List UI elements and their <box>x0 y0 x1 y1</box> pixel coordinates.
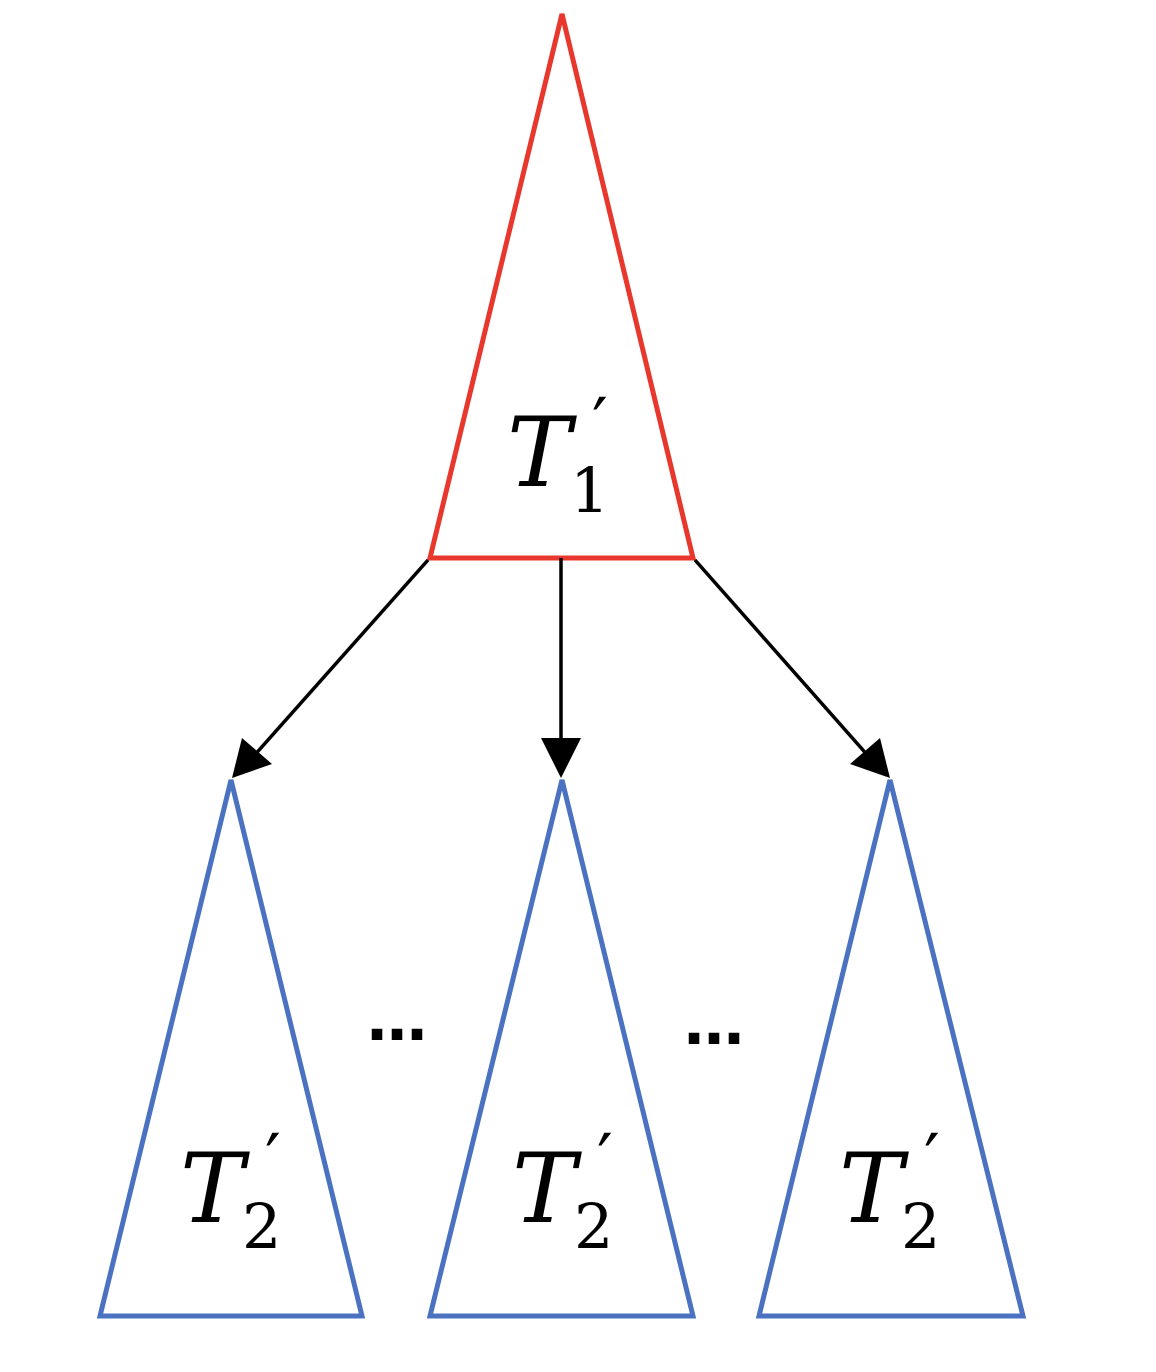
arrowhead-left <box>232 738 272 778</box>
root-label-main: T <box>507 397 577 509</box>
arrowhead-right <box>850 738 890 778</box>
ellipsis-1: … <box>367 985 427 1055</box>
arrows <box>232 558 890 778</box>
child-label-2: T ′ 2 <box>512 1119 617 1263</box>
arrowhead-middle <box>541 738 581 778</box>
child-label-1: T ′ 2 <box>180 1119 285 1263</box>
arrow-right <box>693 558 872 760</box>
ellipsis-2: … <box>684 989 744 1059</box>
root-label-prime: ′ <box>592 383 608 465</box>
child-triangle-1 <box>96 779 366 1319</box>
child-triangle-2 <box>426 779 697 1319</box>
child-triangle-3 <box>755 779 1027 1319</box>
arrow-left <box>250 558 430 760</box>
root-label: T ′ 1 <box>507 383 612 527</box>
root-label-sub: 1 <box>570 454 609 527</box>
child-label-3: T ′ 2 <box>839 1119 944 1263</box>
